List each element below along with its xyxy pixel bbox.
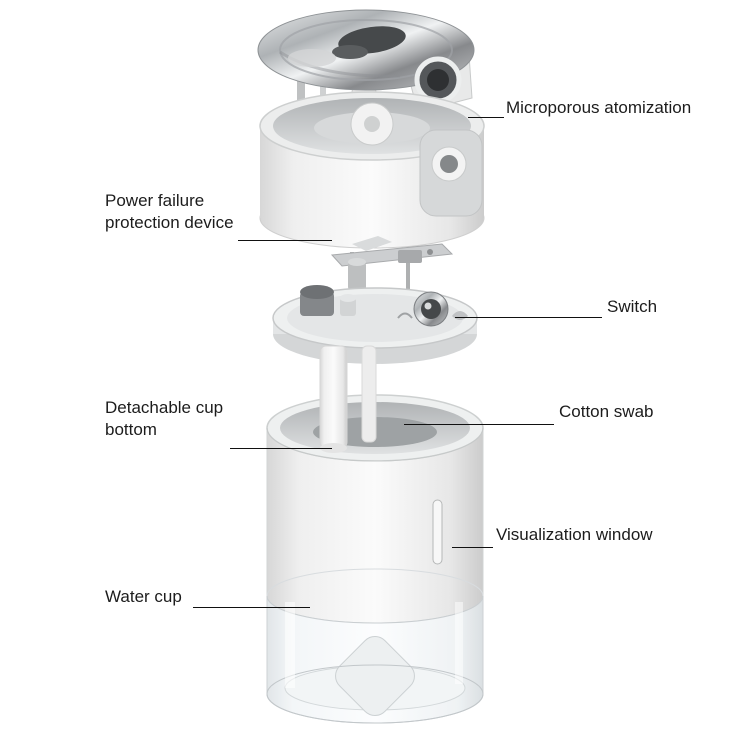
atomizer-housing — [259, 91, 485, 249]
label-cotton-swab: Cotton swab — [559, 402, 654, 421]
visualization-window-leader-line — [452, 547, 493, 548]
cotton-swab-leader-line — [404, 424, 554, 425]
microporous-atomization-leader-line — [468, 117, 504, 118]
label-microporous-atomization: Microporous atomization — [506, 98, 692, 117]
power-failure-leader-line — [238, 240, 332, 241]
water-cup-glass — [266, 568, 484, 724]
top-cap — [257, 9, 475, 127]
label-water-cup: Water cup — [105, 587, 182, 606]
cotton-swab-tubes — [319, 345, 377, 453]
switch-leader-line — [455, 317, 602, 318]
water-cup-leader-line — [193, 607, 310, 608]
label-detachable-cup-bottom: Detachable cup bottom — [105, 398, 224, 440]
visualization-window-slit — [432, 499, 443, 565]
label-power-failure-protection: Power failure protection device — [105, 191, 234, 233]
label-visualization-window: Visualization window — [496, 525, 653, 544]
label-switch: Switch — [607, 297, 658, 316]
power-failure-device — [330, 236, 454, 304]
detachable-cup-bottom-leader-line — [230, 448, 332, 449]
